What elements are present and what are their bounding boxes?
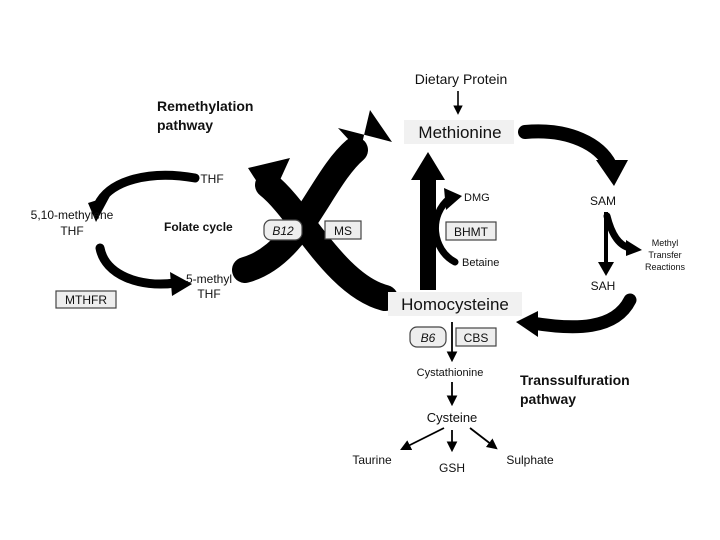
arrow-methylene-to-methylthf xyxy=(95,243,180,289)
node-methyl-transfer-line1: Methyl xyxy=(652,238,679,248)
node-folate-cycle: Folate cycle xyxy=(164,220,233,234)
enzyme-box-cbs xyxy=(455,327,497,347)
arrowhead-to-dmg xyxy=(444,188,462,210)
arrow-cysteine-to-taurine xyxy=(400,427,445,450)
arrow-methionine-to-sam xyxy=(518,124,617,172)
node-methyl-transfer-line3: Reactions xyxy=(645,262,686,272)
arrow-homocysteine-to-thf xyxy=(255,172,398,311)
arrow-sah-to-homocysteine xyxy=(525,293,637,334)
node-methylene-thf-line1: 5,10-methylene xyxy=(31,208,114,222)
arrow-homocysteine-to-methionine-shaft xyxy=(420,178,436,290)
arrow-betaine-to-dmg xyxy=(432,194,459,266)
arrowhead-to-methionine xyxy=(338,110,392,152)
node-cysteine: Cysteine xyxy=(427,410,478,425)
arrowhead-to-sam xyxy=(596,160,628,186)
cofactor-oval-b6 xyxy=(409,326,447,348)
enzyme-cbs: CBS xyxy=(464,331,489,345)
arrowhead-to-thf xyxy=(248,158,290,202)
cofactor-b12: B12 xyxy=(272,224,294,238)
node-sam: SAM xyxy=(590,194,616,208)
node-methyl-thf-line1: 5-methyl xyxy=(186,272,232,286)
node-sulphate: Sulphate xyxy=(506,453,554,467)
arrowhead-up-to-methionine xyxy=(411,152,445,180)
node-dietary-protein: Dietary Protein xyxy=(415,71,508,87)
arrowhead-to-methylthf xyxy=(170,272,192,296)
arrowhead-methyl-transfer xyxy=(626,240,642,256)
arrow-thf-to-methylene xyxy=(93,170,200,210)
enzyme-box-ms xyxy=(324,220,362,240)
node-methionine-bg xyxy=(404,120,514,144)
node-homocysteine-bg xyxy=(388,292,522,316)
node-methyl-thf-line2: THF xyxy=(197,287,220,301)
enzyme-bhmt: BHMT xyxy=(454,225,489,239)
node-cystathionine: Cystathionine xyxy=(417,367,484,379)
arrowhead-to-sah xyxy=(598,262,614,276)
node-sah: SAH xyxy=(591,279,616,293)
cofactor-oval-b12 xyxy=(263,219,303,241)
node-homocysteine: Homocysteine xyxy=(401,295,509,314)
arrowhead-to-homocysteine xyxy=(516,311,538,337)
enzyme-box-mthfr xyxy=(55,290,117,309)
heading-remethylation-line1: Remethylation xyxy=(157,98,253,114)
arrow-cysteine-to-sulphate xyxy=(469,427,498,450)
node-methylene-thf-line2: THF xyxy=(60,224,83,238)
heading-transsulfuration-line2: pathway xyxy=(520,391,576,407)
node-gsh: GSH xyxy=(439,461,465,475)
arrowhead-to-methylene xyxy=(88,196,110,222)
node-methyl-transfer-line2: Transfer xyxy=(648,250,681,260)
heading-remethylation-line2: pathway xyxy=(157,117,213,133)
enzyme-mthfr: MTHFR xyxy=(65,293,107,307)
cofactor-b6: B6 xyxy=(421,331,436,345)
enzyme-ms: MS xyxy=(334,224,352,238)
node-dmg: DMG xyxy=(464,192,490,204)
node-methionine: Methionine xyxy=(418,123,501,142)
node-taurine: Taurine xyxy=(352,453,392,467)
node-betaine: Betaine xyxy=(462,257,499,269)
enzyme-box-bhmt xyxy=(445,221,497,241)
heading-transsulfuration-line1: Transsulfuration xyxy=(520,372,630,388)
node-thf: THF xyxy=(200,172,223,186)
